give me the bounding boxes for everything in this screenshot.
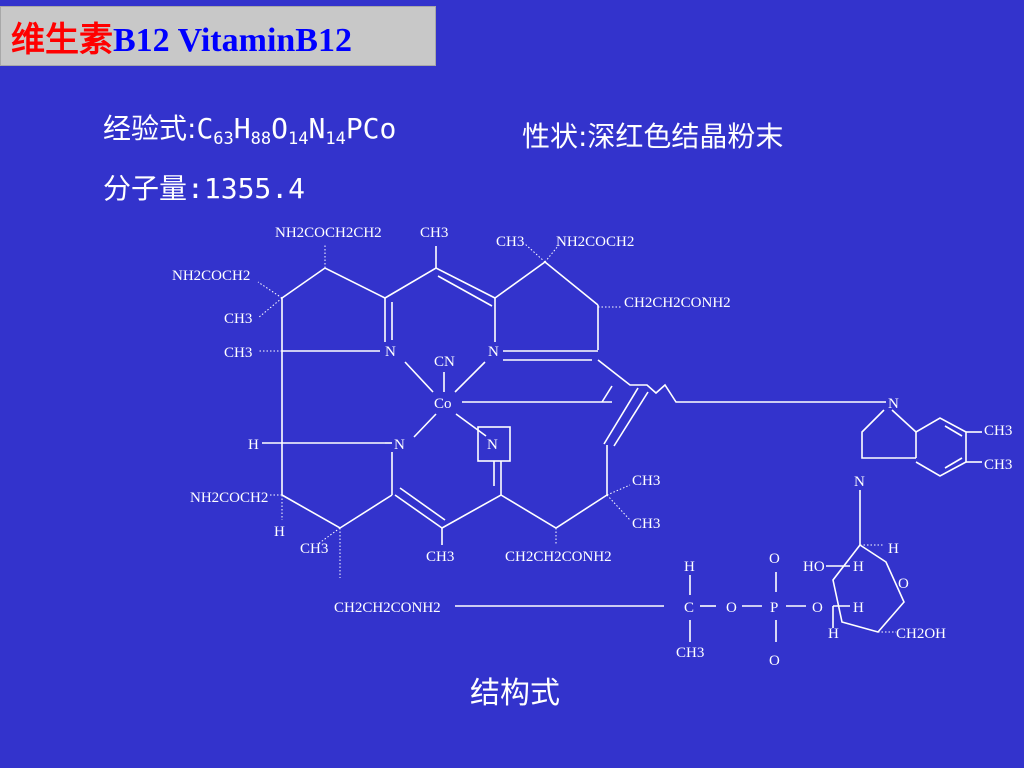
label-ch2ch2conh2-bottom: CH2CH2CONH2	[505, 549, 612, 565]
label-p: P	[770, 600, 778, 616]
label-o-top: O	[769, 551, 780, 567]
label-n-bottomleft: N	[394, 437, 405, 453]
formula-element: H	[233, 112, 251, 145]
formula-element: O	[271, 112, 288, 145]
label-o-bottom: O	[769, 653, 780, 669]
title-chinese: 维生素	[11, 22, 113, 59]
label-h-carbon: H	[684, 559, 695, 575]
label-o-link: O	[726, 600, 737, 616]
label-c: C	[684, 600, 694, 616]
label-ch3-carbon: CH3	[676, 645, 704, 661]
formula-value: C63H88O14N14PCo	[196, 112, 397, 148]
label-n-bottomright: N	[487, 437, 498, 453]
label-n-topright: N	[488, 344, 499, 360]
molecular-weight: 分子量:1355.4	[103, 172, 306, 205]
title-banner: 维生素B12 VitaminB12	[0, 6, 436, 66]
label-ch3-bottomleft: CH3	[300, 541, 328, 557]
label-h-sugar1: H	[853, 559, 864, 575]
label-ch3-benzimidazole-2: CH3	[984, 457, 1012, 473]
formula-element: C	[196, 112, 214, 145]
properties-text: 性状:深红色结晶粉末	[522, 120, 784, 153]
formula-count: 14	[325, 129, 346, 149]
formula-count: 63	[213, 129, 234, 149]
label-h-left: H	[248, 437, 259, 453]
label-n-benzimidazole-2: N	[854, 474, 865, 490]
label-nh2coch2-topright: NH2COCH2	[556, 234, 634, 250]
label-nh2coch2-left2: NH2COCH2	[190, 490, 268, 506]
formula-count: 88	[250, 129, 272, 149]
label-h-sugar2: H	[853, 600, 864, 616]
label-h-sugar3: H	[828, 626, 839, 642]
empirical-formula: 经验式:C63H88O14N14PCo	[103, 112, 397, 148]
label-ch3-topright: CH3	[496, 234, 524, 250]
label-ch2oh: CH2OH	[896, 626, 946, 642]
label-h-left2: H	[274, 524, 285, 540]
label-cn: CN	[434, 354, 455, 370]
slide-title: 维生素B12 VitaminB12	[11, 21, 352, 61]
formula-element: PCo	[345, 112, 397, 145]
label-ch3-benzimidazole-1: CH3	[984, 423, 1012, 439]
structure-caption: 结构式	[470, 676, 560, 711]
title-english: B12 VitaminB12	[113, 22, 352, 59]
label-nh2coch2ch2-top: NH2COCH2CH2	[275, 225, 382, 241]
formula-element: N	[308, 112, 326, 145]
label-ch2ch2conh2-right: CH2CH2CONH2	[624, 295, 731, 311]
label-o-ring: O	[898, 576, 909, 592]
label-co: Co	[434, 396, 452, 412]
label-ch3-top: CH3	[420, 225, 448, 241]
label-ch2ch2conh2-low: CH2CH2CONH2	[334, 600, 441, 616]
label-ch3-left1: CH3	[224, 311, 252, 327]
label-n-benzimidazole: N	[888, 396, 899, 412]
label-ch3-mid2: CH3	[632, 516, 660, 532]
label-h-sugar-top: H	[888, 541, 899, 557]
label-ch3-left2: CH3	[224, 345, 252, 361]
label-nh2coch2-left: NH2COCH2	[172, 268, 250, 284]
label-o-link2: O	[812, 600, 823, 616]
label-n-topleft: N	[385, 344, 396, 360]
label-ch3-bottom: CH3	[426, 549, 454, 565]
formula-count: 14	[287, 129, 309, 149]
label-ho: HO	[803, 559, 825, 575]
formula-label: 经验式:	[103, 112, 197, 145]
label-ch3-mid1: CH3	[632, 473, 660, 489]
